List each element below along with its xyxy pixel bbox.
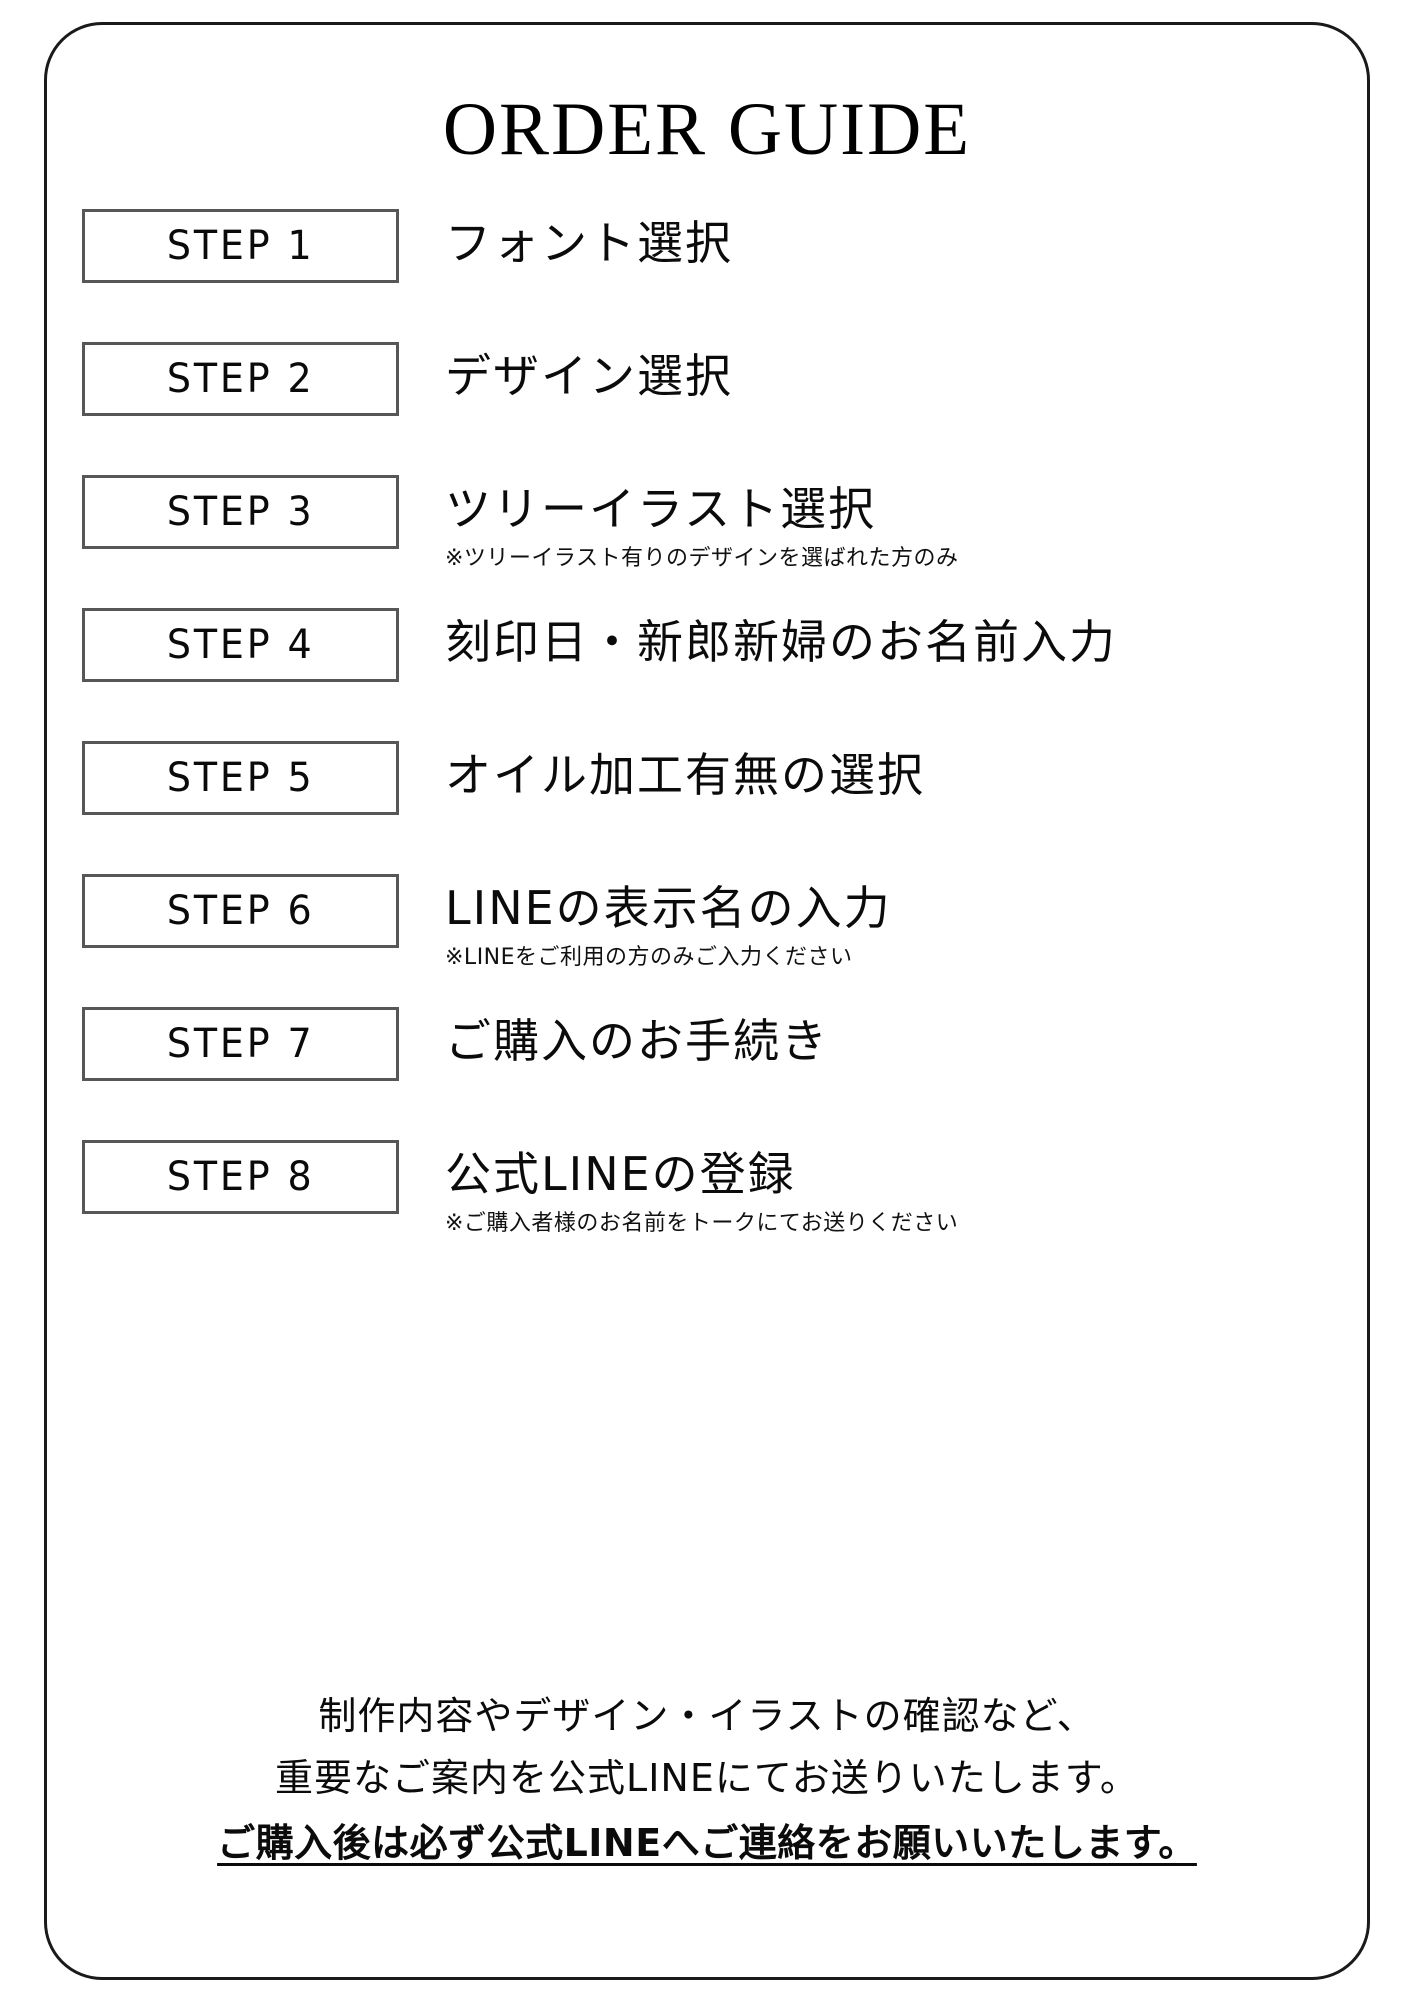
- step-text-5: オイル加工有無の選択: [445, 740, 925, 809]
- step-text-6: LINEの表示名の入力 ※LINEをご利用の方のみご入力ください: [445, 873, 892, 972]
- step-badge-label: STEP 6: [166, 888, 315, 934]
- step-text-1: フォント選択: [445, 208, 733, 277]
- step-badge-label: STEP 2: [166, 356, 315, 402]
- step-label: LINEの表示名の入力: [445, 881, 892, 935]
- step-row: STEP 3 ツリーイラスト選択 ※ツリーイラスト有りのデザインを選ばれた方のみ: [82, 474, 1338, 607]
- footer-notice: 制作内容やデザイン・イラストの確認など、 重要なご案内を公式LINEにてお送りい…: [47, 1686, 1367, 1875]
- step-text-2: デザイン選択: [445, 341, 733, 410]
- step-row: STEP 5 オイル加工有無の選択: [82, 740, 1338, 873]
- step-text-7: ご購入のお手続き: [445, 1006, 829, 1075]
- step-row: STEP 8 公式LINEの登録 ※ご購入者様のお名前をトークにてお送りください: [82, 1139, 1338, 1272]
- step-row: STEP 1 フォント選択: [82, 208, 1338, 341]
- step-row: STEP 2 デザイン選択: [82, 341, 1338, 474]
- step-label: オイル加工有無の選択: [445, 748, 925, 802]
- step-badge-label: STEP 8: [166, 1154, 315, 1200]
- step-label: ツリーイラスト選択: [445, 482, 877, 536]
- step-row: STEP 6 LINEの表示名の入力 ※LINEをご利用の方のみご入力ください: [82, 873, 1338, 1006]
- steps-list: STEP 1 フォント選択 STEP 2 デザイン選択 STEP 3 ツリーイラ…: [82, 208, 1338, 1272]
- step-badge-1: STEP 1: [82, 209, 399, 283]
- footer-line-2: 重要なご案内を公式LINEにてお送りいたします。: [275, 1755, 1139, 1800]
- step-row: STEP 7 ご購入のお手続き: [82, 1006, 1338, 1139]
- step-badge-5: STEP 5: [82, 741, 399, 815]
- step-row: STEP 4 刻印日・新郎新婦のお名前入力: [82, 607, 1338, 740]
- step-text-3: ツリーイラスト選択 ※ツリーイラスト有りのデザインを選ばれた方のみ: [445, 474, 959, 573]
- step-badge-2: STEP 2: [82, 342, 399, 416]
- step-badge-3: STEP 3: [82, 475, 399, 549]
- step-badge-label: STEP 5: [166, 755, 315, 801]
- footer-line-3-emphasis: ご購入後は必ず公式LINEへご連絡をお願いいたします。: [217, 1821, 1197, 1866]
- page-title: ORDER GUIDE: [442, 88, 972, 171]
- step-badge-7: STEP 7: [82, 1007, 399, 1081]
- step-note: ※ツリーイラスト有りのデザインを選ばれた方のみ: [445, 545, 959, 571]
- step-text-8: 公式LINEの登録 ※ご購入者様のお名前をトークにてお送りください: [445, 1139, 958, 1238]
- step-label: フォント選択: [445, 216, 733, 270]
- step-badge-4: STEP 4: [82, 608, 399, 682]
- step-note: ※LINEをご利用の方のみご入力ください: [445, 944, 853, 970]
- order-guide-card: ORDER GUIDE STEP 1 フォント選択 STEP 2 デザイン選択 …: [44, 22, 1370, 1980]
- step-badge-label: STEP 1: [166, 223, 315, 269]
- step-label: ご購入のお手続き: [445, 1014, 829, 1068]
- step-label: 刻印日・新郎新婦のお名前入力: [445, 615, 1117, 669]
- step-badge-8: STEP 8: [82, 1140, 399, 1214]
- footer-line-1: 制作内容やデザイン・イラストの確認など、: [318, 1694, 1096, 1738]
- step-badge-label: STEP 7: [166, 1021, 315, 1067]
- step-note: ※ご購入者様のお名前をトークにてお送りください: [445, 1210, 959, 1236]
- step-label: 公式LINEの登録: [445, 1147, 796, 1201]
- step-badge-6: STEP 6: [82, 874, 399, 948]
- step-badge-label: STEP 3: [166, 489, 315, 535]
- step-badge-label: STEP 4: [166, 622, 315, 668]
- step-label: デザイン選択: [445, 349, 733, 403]
- step-text-4: 刻印日・新郎新婦のお名前入力: [445, 607, 1117, 676]
